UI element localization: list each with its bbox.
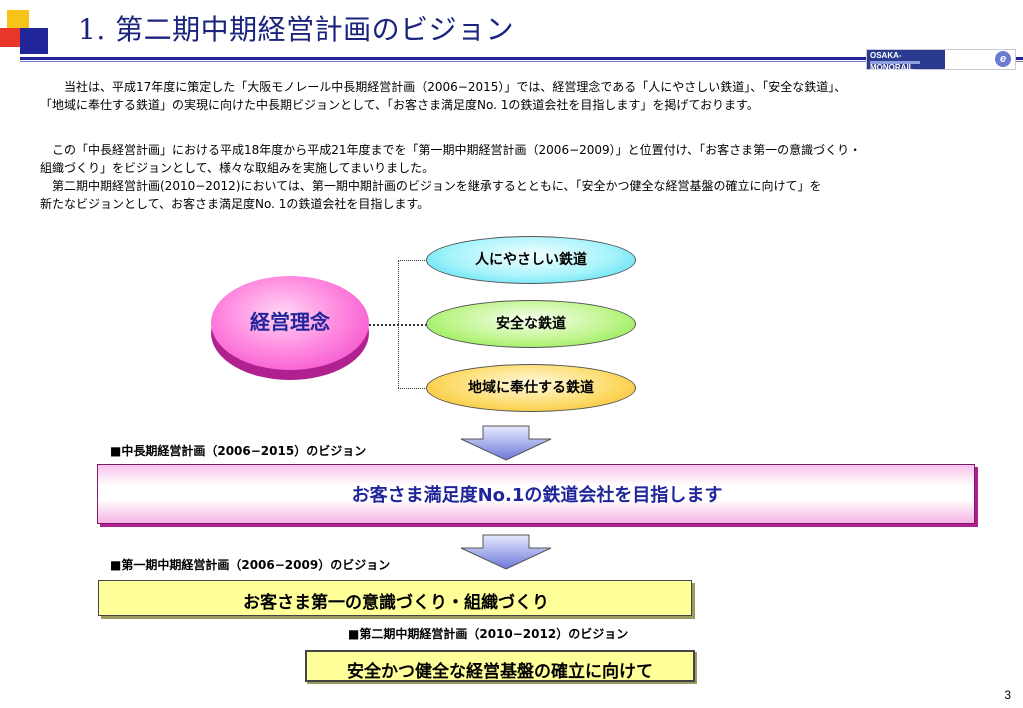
history-paragraph: この「中長経営計画」における平成18年度から平成21年度までを「第一期中期経営計… bbox=[40, 141, 1000, 213]
page-number: 3 bbox=[1004, 688, 1011, 702]
logo-wordmark: OSAKA-MONORAIL bbox=[867, 50, 945, 72]
slide-title: 1. 第二期中期経営計画のビジョン bbox=[78, 13, 515, 46]
logo-e-icon: e bbox=[995, 51, 1011, 67]
company-logo: OSAKA-MONORAIL e bbox=[866, 49, 1016, 72]
connector-vertical bbox=[398, 260, 399, 388]
header-decoration-red bbox=[0, 28, 24, 47]
history-line-1: この「中長経営計画」における平成18年度から平成21年度までを「第一期中期経営計… bbox=[52, 143, 862, 157]
longterm-vision-caption: ■中長期経営計画（2006−2015）のビジョン bbox=[110, 444, 367, 458]
down-arrow-icon bbox=[460, 425, 552, 461]
history-line-4: 新たなビジョンとして、お客さま満足度No. 1の鉄道会社を目指します。 bbox=[40, 197, 430, 211]
logo-underline bbox=[870, 61, 920, 64]
second-vision-caption: ■第二期中期経営計画（2010−2012）のビジョン bbox=[348, 627, 629, 641]
header-decoration-yellow bbox=[7, 10, 29, 30]
down-arrow-icon bbox=[460, 534, 552, 570]
second-vision-text: 安全かつ健全な経営基盤の確立に向けて bbox=[347, 662, 653, 682]
longterm-vision-text: お客さま満足度No.1の鉄道会社を目指します bbox=[351, 485, 723, 506]
connector-top bbox=[398, 260, 427, 261]
first-vision-caption: ■第一期中期経営計画（2006−2009）のビジョン bbox=[110, 558, 391, 572]
history-line-3: 第二期中期経営計画(2010−2012)においては、第一期中期計画のビジョンを継… bbox=[52, 179, 822, 193]
connector-bottom bbox=[398, 388, 427, 389]
management-philosophy-label: 経営理念 bbox=[250, 310, 330, 334]
intro-line-1: 当社は、平成17年度に策定した「大阪モノレール中長期経営計画（2006−2015… bbox=[64, 80, 847, 94]
title-rule-thin bbox=[20, 61, 1023, 62]
value-safe-railway: 安全な鉄道 bbox=[426, 300, 636, 348]
title-rule bbox=[20, 57, 1023, 60]
value-community-service: 地域に奉仕する鉄道 bbox=[426, 364, 636, 412]
disc-top bbox=[211, 276, 369, 370]
intro-paragraph: 当社は、平成17年度に策定した「大阪モノレール中長期経営計画（2006−2015… bbox=[40, 78, 1000, 114]
history-line-2: 組織づくり」をビジョンとして、様々な取組みを実施してまいりました。 bbox=[40, 161, 435, 175]
intro-line-2: 「地域に奉仕する鉄道」の実現に向けた中長期ビジョンとして、「お客さま満足度No.… bbox=[40, 98, 759, 112]
first-vision-text: お客さま第一の意識づくり・組織づくり bbox=[243, 593, 549, 613]
first-vision-banner: お客さま第一の意識づくり・組織づくり bbox=[98, 580, 692, 616]
management-philosophy-disc: 経営理念 bbox=[211, 276, 369, 380]
second-vision-banner: 安全かつ健全な経営基盤の確立に向けて bbox=[305, 650, 695, 682]
longterm-vision-banner: お客さま満足度No.1の鉄道会社を目指します bbox=[97, 464, 975, 524]
header-decoration-blue bbox=[20, 28, 48, 54]
value-people-friendly: 人にやさしい鉄道 bbox=[426, 236, 636, 284]
